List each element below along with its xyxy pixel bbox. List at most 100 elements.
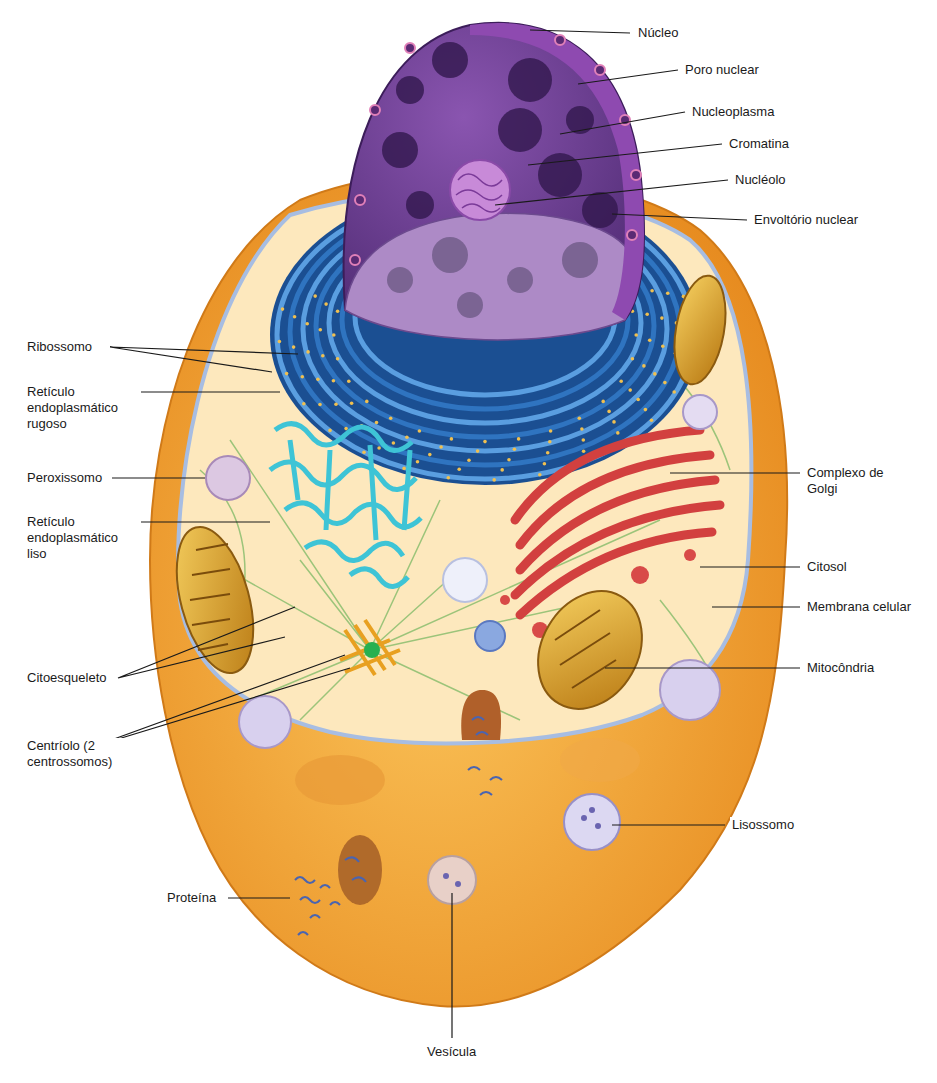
leader-lines-part	[712, 606, 800, 607]
ribosome-dots-part	[644, 408, 648, 412]
chromatin-part	[498, 108, 542, 152]
nucleolus-part	[456, 174, 502, 212]
ribosome-dots-part	[543, 462, 547, 466]
cell-body-part	[345, 857, 366, 882]
ribosome-dots-part	[362, 451, 366, 455]
part-label: Centríolo (2 centrossomos)	[25, 738, 147, 770]
smooth-er-part	[290, 440, 410, 540]
vesicles-part	[239, 696, 291, 748]
ribosome-dots-part	[450, 437, 454, 441]
part-label: Vesícula	[425, 1044, 478, 1060]
ribosome-dots-part	[578, 417, 582, 421]
vesicles-part	[589, 807, 595, 813]
ribosome-dots-part	[405, 436, 409, 440]
smooth-er	[270, 424, 421, 587]
ribosome-dots-part	[392, 441, 396, 445]
mitochondria-part	[517, 572, 662, 727]
part-label: Nucleoplasma	[690, 104, 776, 120]
chromatin-part	[432, 237, 468, 273]
ribosome-dots-part	[616, 431, 620, 435]
centriole	[340, 620, 400, 675]
part-label: Envoltório nuclear	[752, 212, 860, 228]
part-label: Poro nuclear	[683, 62, 761, 78]
leader-lines-part	[495, 180, 728, 205]
ribosome-dots-part	[318, 403, 322, 407]
leader-lines-part	[612, 824, 725, 825]
chromatin-part	[508, 58, 552, 102]
leader-lines-part	[605, 667, 800, 668]
cell-body-part	[295, 755, 385, 805]
cell-body-part	[338, 835, 382, 905]
part-label: Retículo endoplasmático liso	[25, 514, 141, 562]
ribosome-dots-part	[418, 429, 422, 433]
chromatin-part	[396, 76, 424, 104]
rough-er-part	[277, 191, 693, 479]
ribosome-dots-part	[582, 438, 586, 442]
vesicles-part	[475, 621, 505, 651]
leader-lines-part	[92, 655, 350, 747]
mitochondria-part	[163, 519, 268, 681]
leader-lines	[92, 30, 800, 1038]
ribosome-dots-part	[607, 410, 611, 414]
nuclear-pores-part	[405, 43, 415, 53]
leader-lines-part	[451, 893, 452, 1038]
mitochondria	[163, 272, 733, 728]
mitochondria-part	[667, 272, 733, 389]
leader-lines-part	[612, 214, 747, 220]
part-label: Membrana celular	[805, 599, 913, 615]
ribosome-dots-part	[642, 364, 646, 368]
ribosome-dots-part	[332, 379, 336, 383]
ribosome-dots-part	[517, 437, 521, 441]
part-label: Citosol	[805, 559, 849, 575]
nuclear-pores-part	[627, 230, 637, 240]
centriole-part	[364, 642, 380, 658]
ribosome-dots-part	[305, 322, 309, 326]
ribosome-dots-part	[582, 450, 586, 454]
ribosome-dots-part	[365, 400, 369, 404]
ribosome-dots-part	[507, 458, 511, 462]
leader-lines-part	[578, 70, 678, 84]
ribosome-dots-part	[666, 291, 670, 295]
smooth-er-part	[350, 569, 408, 587]
nuclear-pores-part	[555, 35, 565, 45]
vesicles-part	[581, 815, 587, 821]
part-label: Núcleo	[636, 25, 680, 41]
part-label: Lisossomo	[730, 817, 796, 833]
ribosome-dots-part	[402, 467, 406, 471]
ribosome-dots-part	[336, 357, 340, 361]
ribosome-dots-part	[328, 429, 332, 433]
ribosome-dots-part	[313, 294, 317, 298]
ribosome-dots-part	[344, 427, 348, 431]
ribosome-dots-part	[389, 417, 393, 421]
golgi-vesicles-part	[631, 566, 649, 584]
nuclear-pores-part	[595, 65, 605, 75]
ribosome-dots-part	[306, 350, 310, 354]
ribosome-dots-part	[500, 468, 504, 472]
part-label: Citoesqueleto	[25, 670, 109, 686]
smooth-er-part	[275, 424, 412, 451]
nucleolus	[450, 160, 510, 220]
vesicles-part	[660, 660, 720, 720]
vesicles-part	[595, 823, 601, 829]
ribosome-dots-part	[672, 390, 676, 394]
chromatin-part	[582, 192, 618, 228]
part-label: Retículo endoplasmático rugoso	[25, 384, 141, 432]
ribosome-dots-part	[580, 427, 584, 431]
nuclear-pores	[350, 35, 641, 265]
ribosome-dots-part	[292, 345, 296, 349]
golgi-vesicles-part	[684, 549, 696, 561]
ribosome-dots-part	[631, 357, 635, 361]
ribosome-dots-part	[439, 445, 443, 449]
ribosome-dots-part	[457, 467, 461, 471]
vesicles	[206, 395, 720, 904]
leader-lines-part	[530, 30, 630, 33]
vesicles-part	[455, 881, 461, 887]
ribosome-dots-part	[663, 381, 667, 385]
chromatin-part	[562, 242, 598, 278]
ribosome-dots-part	[416, 460, 420, 464]
leader-lines-part	[112, 477, 205, 478]
ribosome-dots-part	[321, 354, 325, 358]
nucleus	[344, 23, 644, 340]
part-label: Ribossomo	[25, 339, 94, 355]
chromatin-part	[457, 292, 483, 318]
